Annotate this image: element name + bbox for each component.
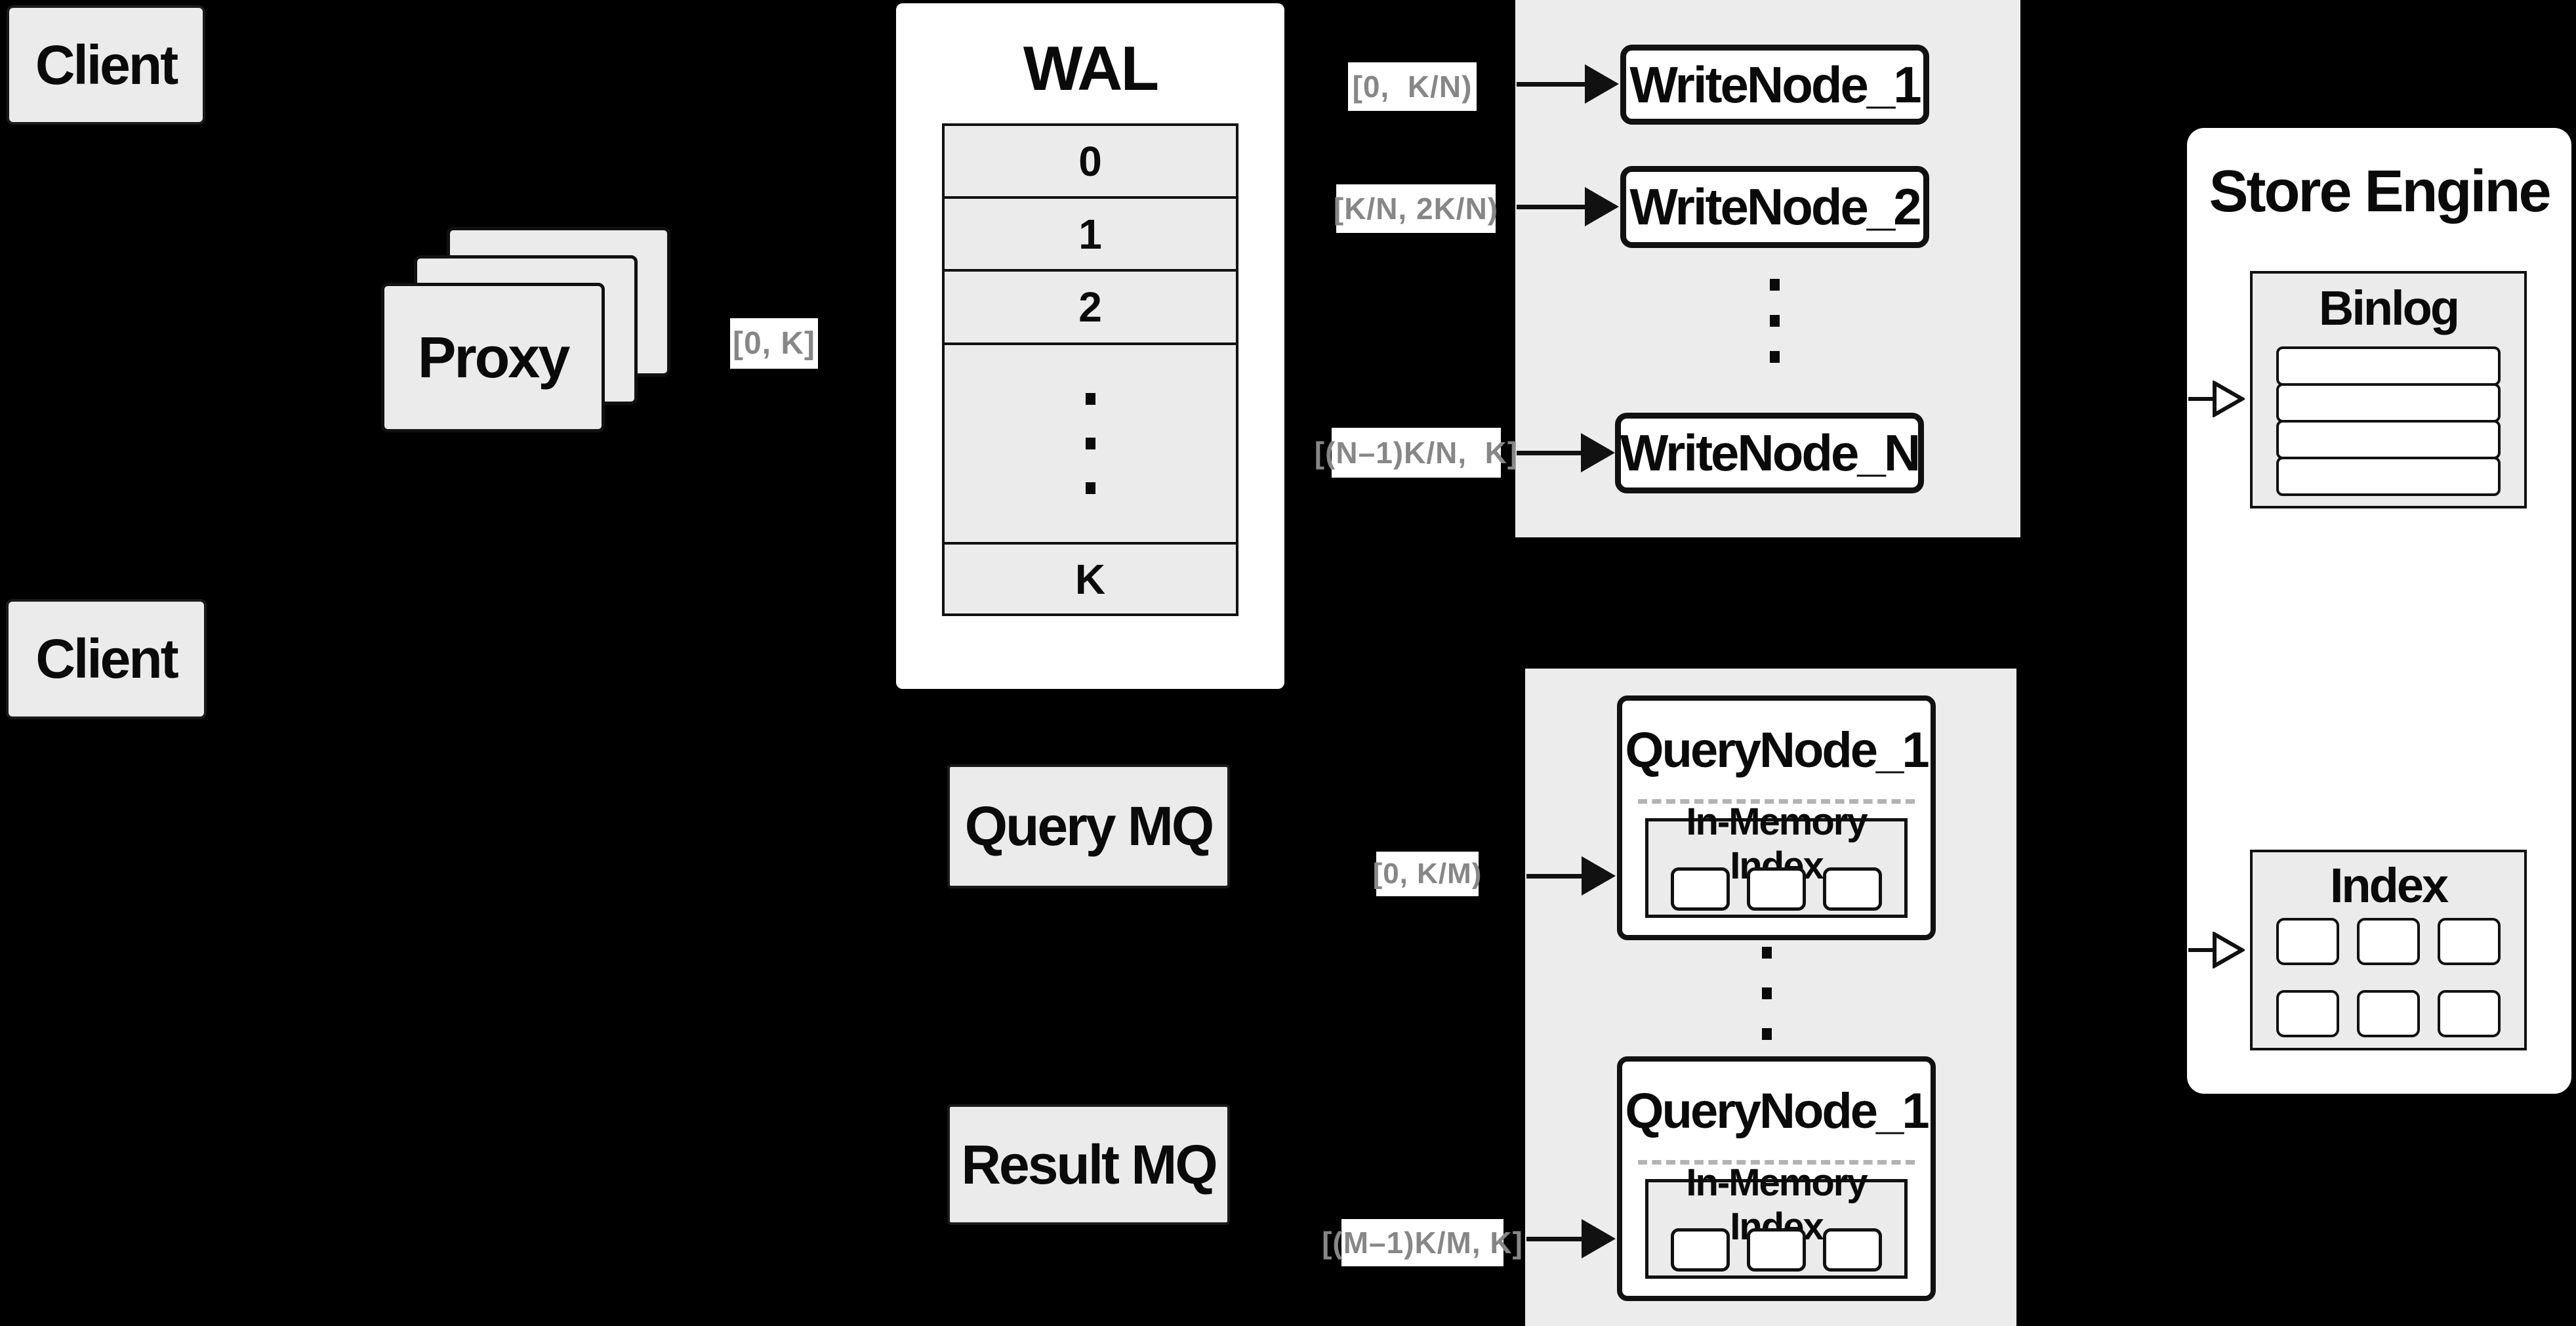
binlog-row bbox=[2276, 420, 2501, 459]
index-title: Index bbox=[2329, 858, 2449, 913]
write-node-n-box: WriteNode_N bbox=[1615, 413, 1924, 493]
range-chip-write-2: [K/N, 2K/N) bbox=[1334, 184, 1498, 233]
open-arrow-head-icon bbox=[2213, 932, 2245, 968]
index-cell bbox=[2438, 918, 2501, 965]
wal-segment-row: 0 bbox=[942, 123, 1238, 199]
query-node-bottom-title: QueryNode_1 bbox=[1625, 1083, 1929, 1139]
in-memory-index-title: In-Memory Index bbox=[1686, 800, 1868, 887]
memory-slot bbox=[1823, 1228, 1882, 1272]
write-node-2-box: WriteNode_2 bbox=[1620, 166, 1929, 248]
wal-segment-row: 1 bbox=[942, 196, 1238, 272]
wal-segment-table: 0 1 2 K bbox=[942, 123, 1238, 616]
index-cell bbox=[2276, 918, 2339, 965]
binlog-row bbox=[2276, 346, 2501, 386]
range-chip-query-1: [0, K/M) bbox=[1373, 852, 1481, 896]
dashed-divider bbox=[1638, 799, 1915, 804]
wal-ellipsis-row bbox=[942, 342, 1238, 545]
binlog-row bbox=[2276, 383, 2501, 423]
arrow-head-icon bbox=[1582, 856, 1616, 896]
index-cell bbox=[2357, 918, 2420, 965]
index-box: Index bbox=[2250, 850, 2527, 1050]
in-memory-index-box: In-Memory Index bbox=[1645, 1161, 1908, 1279]
range-chip-write-1: [0, K/N) bbox=[1348, 62, 1477, 111]
in-memory-index-title: In-Memory Index bbox=[1686, 1161, 1868, 1248]
binlog-box: Binlog bbox=[2250, 271, 2527, 508]
proxy-box-front: Proxy bbox=[381, 283, 605, 432]
query-node-bottom-box: QueryNode_1 In-Memory Index bbox=[1617, 1056, 1936, 1301]
range-chip-write-n: [(N–1)K/N, K] bbox=[1315, 428, 1517, 478]
memory-slot bbox=[1671, 867, 1730, 911]
vertical-ellipsis-icon bbox=[1085, 393, 1095, 494]
open-arrow-head-icon bbox=[2213, 381, 2245, 417]
query-node-top-title: QueryNode_1 bbox=[1625, 722, 1929, 778]
arrow-line bbox=[1526, 874, 1587, 879]
arrow-head-icon bbox=[1585, 187, 1619, 226]
wal-segment-row: 2 bbox=[942, 269, 1238, 345]
arrow-line bbox=[1517, 451, 1590, 455]
arrow-line bbox=[2188, 397, 2217, 401]
query-mq-label: Query MQ bbox=[964, 795, 1214, 857]
arrow-head-icon bbox=[1581, 433, 1615, 472]
result-mq-label: Result MQ bbox=[961, 1133, 1217, 1195]
arrow-line bbox=[2188, 948, 2217, 952]
index-cell bbox=[2276, 990, 2339, 1037]
result-mq-box: Result MQ bbox=[947, 1104, 1230, 1225]
query-mq-box: Query MQ bbox=[947, 764, 1230, 888]
arrow-head-icon bbox=[1582, 1219, 1616, 1258]
range-chip-query-m: [(M–1)K/M, K] bbox=[1322, 1219, 1523, 1266]
arrow-line bbox=[1526, 1237, 1587, 1241]
client-box-bottom: Client bbox=[6, 599, 207, 719]
store-engine-title: Store Engine bbox=[2209, 159, 2551, 224]
vertical-ellipsis-icon bbox=[1762, 947, 1772, 1040]
vertical-ellipsis-icon bbox=[1770, 279, 1780, 363]
wal-segment-row: K bbox=[942, 542, 1238, 616]
memory-slot bbox=[1823, 867, 1882, 911]
client-bottom-label: Client bbox=[35, 628, 178, 690]
index-cell bbox=[2438, 990, 2501, 1037]
write-node-1-box: WriteNode_1 bbox=[1620, 45, 1929, 125]
binlog-title: Binlog bbox=[2318, 281, 2460, 335]
arrow-line bbox=[1517, 205, 1590, 209]
memory-slot bbox=[1671, 1228, 1730, 1272]
wal-title: WAL bbox=[1023, 33, 1159, 104]
dashed-divider bbox=[1638, 1160, 1915, 1165]
query-node-top-box: QueryNode_1 In-Memory Index bbox=[1617, 695, 1936, 940]
memory-slot bbox=[1747, 867, 1806, 911]
client-box-top: Client bbox=[7, 5, 205, 125]
memory-slot bbox=[1747, 1228, 1806, 1272]
binlog-row bbox=[2276, 457, 2501, 496]
in-memory-index-box: In-Memory Index bbox=[1645, 800, 1908, 918]
arrow-head-icon bbox=[1585, 64, 1619, 104]
client-top-label: Client bbox=[35, 33, 178, 96]
proxy-label: Proxy bbox=[417, 325, 571, 390]
range-chip-proxy-wal: [0, K] bbox=[730, 318, 818, 369]
index-cell bbox=[2357, 990, 2420, 1037]
arrow-line bbox=[1517, 82, 1590, 87]
